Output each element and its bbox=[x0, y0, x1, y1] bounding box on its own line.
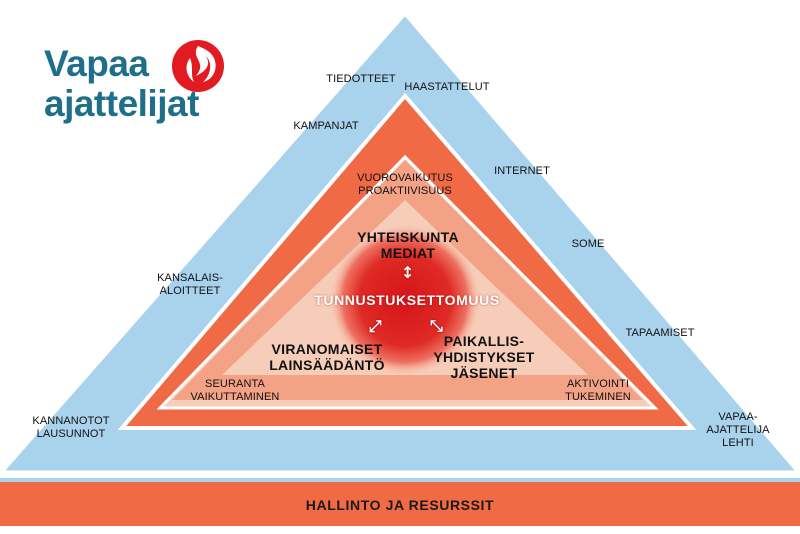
label-paikallis-line2: YHDISTYKSET bbox=[433, 349, 535, 365]
label-tiedotteet: TIEDOTTEET bbox=[326, 73, 396, 85]
flame-icon bbox=[172, 40, 224, 92]
label-paikallisyhdistykset: PAIKALLIS- YHDISTYKSET JÄSENET bbox=[433, 333, 534, 381]
label-lehti-line2: AJATTELIJA bbox=[706, 424, 770, 436]
label-tunnustuksettomuus: TUNNUSTUKSETTOMUUS bbox=[314, 292, 500, 308]
core-circle bbox=[329, 224, 481, 376]
label-lehti-line3: LEHTI bbox=[722, 437, 754, 449]
footer-band bbox=[0, 482, 800, 526]
label-kansalaisaloitteet: KANSALAIS- ALOITTEET bbox=[157, 272, 223, 298]
arrow-diagonal-left-icon: ⤡ bbox=[366, 319, 386, 333]
label-kansalais-line2: ALOITTEET bbox=[159, 285, 221, 297]
label-seuranta-line2: VAIKUTTAMINEN bbox=[190, 391, 280, 403]
label-internet: INTERNET bbox=[494, 165, 550, 177]
label-paikallis-line3: JÄSENET bbox=[450, 365, 518, 381]
label-yhteiskunta: YHTEISKUNTA MEDIAT bbox=[357, 229, 459, 261]
label-kannanotot-line2: LAUSUNNOT bbox=[36, 428, 106, 440]
footer-band-line bbox=[0, 478, 800, 482]
label-vuoro-line2: PROAKTIIVISUUS bbox=[358, 185, 452, 197]
label-kannanotot-line1: KANNANOTOT bbox=[32, 415, 110, 427]
label-seuranta-line1: SEURANTA bbox=[205, 378, 265, 390]
label-vuorovaikutus: VUOROVAIKUTUS PROAKTIIVISUUS bbox=[357, 172, 453, 198]
label-kansalais-line1: KANSALAIS- bbox=[157, 272, 223, 284]
label-viranomaiset-line1: VIRANOMAISET bbox=[271, 341, 383, 357]
label-viranomaiset: VIRANOMAISET LAINSÄÄDÄNTÖ bbox=[269, 341, 385, 373]
label-seuranta: SEURANTA VAIKUTTAMINEN bbox=[191, 378, 280, 404]
logo-line2: ajattelijat bbox=[44, 83, 199, 124]
footer-label: HALLINTO JA RESURSSIT bbox=[305, 497, 495, 513]
logo-line1: Vapaa bbox=[44, 43, 149, 84]
label-kampanjat: KAMPANJAT bbox=[293, 120, 359, 132]
label-some: SOME bbox=[571, 238, 605, 250]
arrow-diagonal-right-icon: ⤡ bbox=[430, 316, 443, 335]
label-aktivointi-line1: AKTIVOINTI bbox=[566, 378, 630, 390]
label-haastattelut: HAASTATTELUT bbox=[404, 81, 490, 93]
label-viranomaiset-line2: LAINSÄÄDÄNTÖ bbox=[269, 357, 385, 373]
label-kannanotot: KANNANOTOT LAUSUNNOT bbox=[32, 415, 109, 441]
label-lehti: VAPAA- AJATTELIJA LEHTI bbox=[706, 411, 769, 450]
label-tapaamiset: TAPAAMISET bbox=[625, 327, 695, 339]
label-vuoro-line1: VUOROVAIKUTUS bbox=[357, 172, 453, 184]
label-lehti-line1: VAPAA- bbox=[718, 411, 758, 423]
label-aktivointi: AKTIVOINTI TUKEMINEN bbox=[565, 378, 631, 404]
label-yhteiskunta-line1: YHTEISKUNTA bbox=[357, 229, 459, 245]
label-aktivointi-line2: TUKEMINEN bbox=[565, 391, 631, 403]
label-yhteiskunta-line2: MEDIAT bbox=[380, 245, 436, 261]
label-paikallis-line1: PAIKALLIS- bbox=[443, 333, 525, 349]
logo-text: Vapaa ajattelijat bbox=[44, 44, 199, 124]
arrow-vertical-icon: ↕ bbox=[401, 263, 415, 282]
